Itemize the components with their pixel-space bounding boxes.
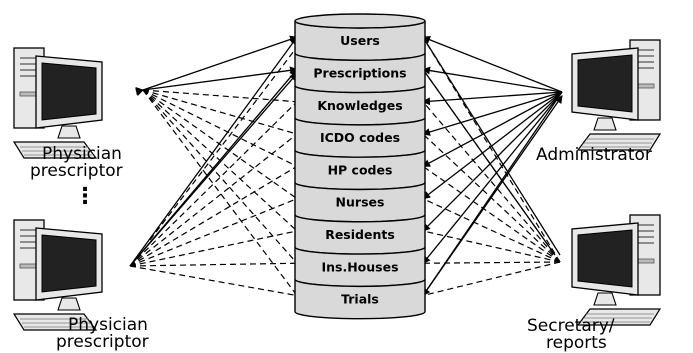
computers [12, 39, 662, 331]
database-segment: Users [294, 20, 426, 61]
dashed-connection [129, 265, 298, 297]
dashed-connection [422, 36, 561, 263]
dashed-connection [422, 198, 561, 263]
dashed-connection [129, 262, 298, 267]
dashed-connection [422, 261, 561, 264]
secretary-label-line1: Secretary/ [527, 316, 615, 336]
database-segment: Knowledges [294, 85, 426, 126]
dashed-connection [129, 198, 298, 267]
dashed-connection [149, 38, 304, 241]
computer-icon [571, 39, 662, 151]
dashed-connection [142, 89, 298, 200]
physician-bottom-label-line1: Physician [68, 315, 148, 335]
dashed-connection [129, 101, 298, 267]
solid-connection [422, 91, 563, 136]
dashed-connection [142, 89, 298, 135]
dashed-connection [129, 230, 298, 267]
database-top-cap [294, 13, 426, 29]
dashed-connection [142, 89, 298, 264]
solid-connection [422, 91, 563, 106]
solid-connection [422, 91, 563, 167]
dashed-connection [422, 261, 561, 297]
solid-connection [422, 69, 556, 256]
physician-top-label-line2: prescriptor [30, 161, 123, 181]
database-segment-label: Trials [341, 292, 379, 307]
ellipsis-vertical: ⋮ [74, 184, 96, 209]
database-segment-label: HP codes [328, 162, 393, 177]
database-segment-label: Residents [325, 227, 395, 242]
database-segment-label: Prescriptions [313, 65, 406, 80]
dashed-connection [129, 133, 298, 267]
solid-connection [135, 66, 298, 95]
solid-connection [422, 66, 563, 93]
computer-icon [571, 214, 662, 326]
solid-connection [129, 72, 298, 267]
database-segment-label: Nurses [336, 195, 385, 210]
dashed-connection [142, 89, 298, 296]
administrator-label: Administrator [536, 145, 652, 165]
database-segment: Trials [294, 279, 426, 320]
secretary-label-line2: reports [546, 333, 607, 353]
database-segment: HP codes [294, 149, 426, 191]
physician-bottom-label-line2: prescriptor [56, 332, 149, 352]
solid-connection [422, 91, 563, 200]
physician-top-label-line1: Physician [42, 144, 122, 164]
dashed-connection [129, 165, 298, 267]
connection-lines [129, 35, 563, 297]
database-segment: ICDO codes [294, 117, 426, 158]
solid-connection [422, 95, 563, 296]
dashed-connection [422, 230, 561, 263]
database-segment-label: Users [340, 33, 380, 48]
database-segment-label: Ins.Houses [321, 259, 398, 274]
database-segment-label: ICDO codes [320, 130, 400, 145]
solid-connection [422, 35, 563, 93]
dashed-connection [422, 101, 561, 263]
solid-connection [422, 36, 561, 256]
solid-connection [135, 35, 298, 97]
dashed-connection [142, 89, 298, 167]
database-segment-label: Knowledges [317, 98, 402, 113]
solid-connection [129, 36, 298, 267]
dashed-connection [422, 165, 561, 263]
dashed-connection [142, 89, 298, 103]
computer-icon [12, 47, 103, 159]
computer-icon [12, 219, 103, 331]
solid-connection [422, 91, 563, 232]
solid-connection [422, 91, 563, 265]
